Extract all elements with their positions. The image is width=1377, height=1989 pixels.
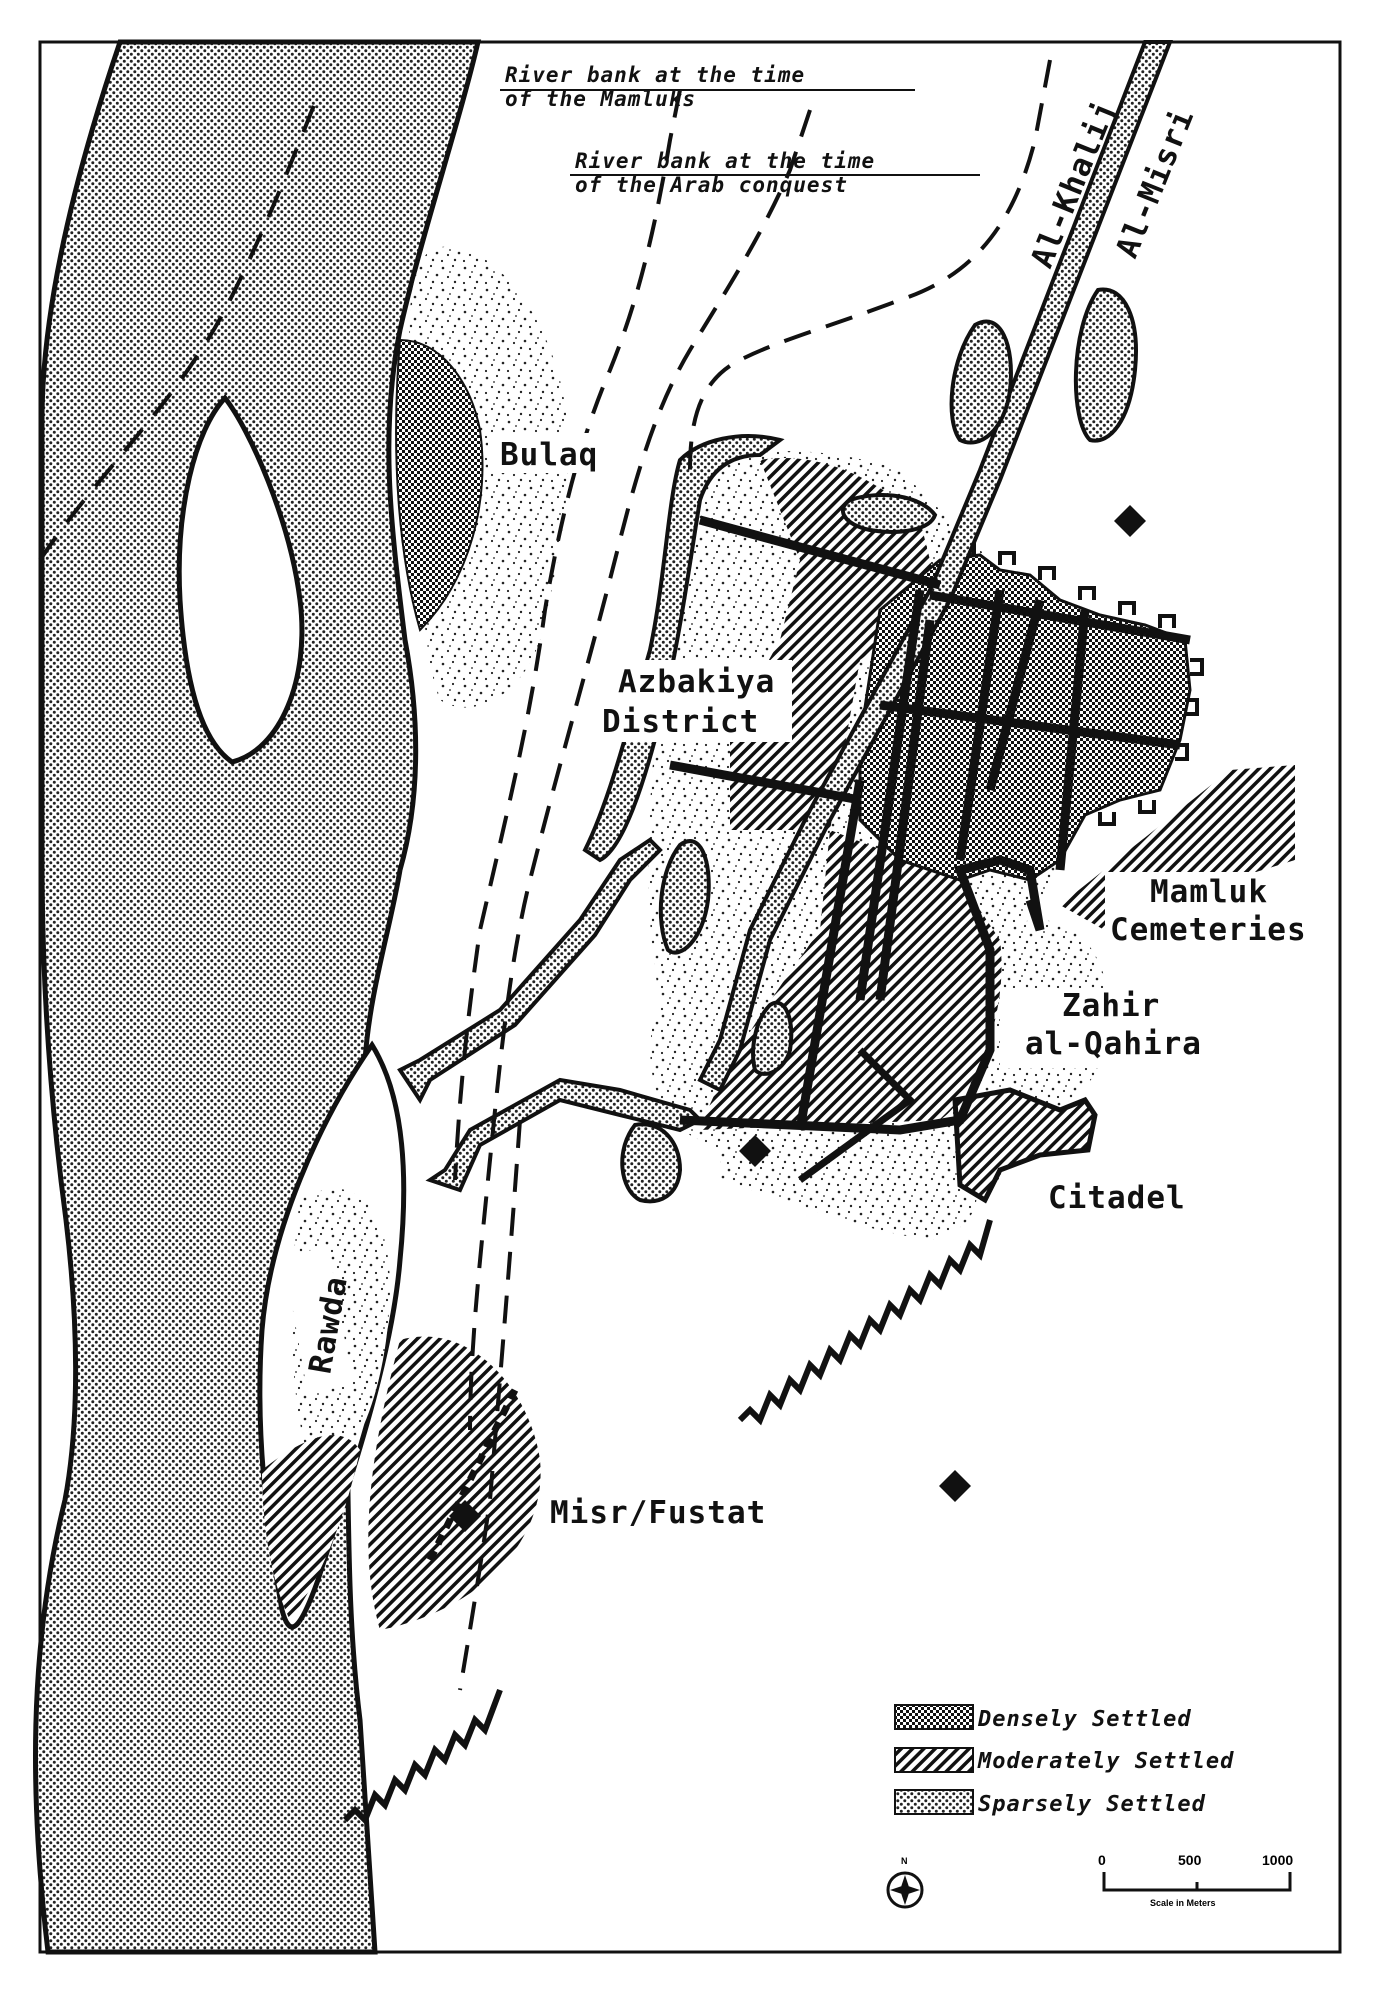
azbakiya-label-bg (592, 660, 792, 742)
pond-azbakiya (658, 839, 711, 955)
legend-swatch-moderate (894, 1747, 974, 1773)
zahir-label-line2: al-Qahira (1025, 1026, 1202, 1062)
azbakiya-label-line2: District (602, 704, 759, 740)
legend-label-sparse: Sparsely Settled (978, 1792, 1206, 1817)
old-channel-dashed-line (38, 89, 322, 562)
mamluk-label-bg (1105, 872, 1310, 952)
aqueduct-zigzag-east (737, 1219, 993, 1426)
qahira-dense-city (858, 553, 1192, 882)
arab-bank-note-line1: River bank at the time (575, 149, 875, 173)
scale-tick-0: 0 (1098, 1852, 1106, 1868)
legend-label-dense: Densely Settled (977, 1707, 1192, 1732)
north-arrow-star-icon (890, 1875, 920, 1905)
diamond-marker-3 (939, 1470, 971, 1502)
diamond-marker-2 (739, 1135, 771, 1167)
scale-caption: Scale in Meters (1150, 1898, 1216, 1908)
bulaq-label-bg (488, 433, 608, 473)
nile-river (33, 39, 482, 1955)
pond-bulaq (841, 493, 938, 534)
mamluk-label-line2: Cemeteries (1110, 912, 1307, 948)
bulaq-label: Bulaq (500, 437, 598, 473)
pond-south (751, 1000, 794, 1076)
rawda-moderate-area (262, 1435, 360, 1620)
north-arrow: N (886, 1856, 924, 1909)
diamond-marker-1 (1114, 505, 1146, 537)
street-fustat (797, 1047, 916, 1183)
pond-birkat (620, 1122, 683, 1204)
citadel-label: Citadel (1048, 1180, 1186, 1216)
khalij-canal (697, 40, 1173, 1093)
citadel-area (952, 1087, 1098, 1204)
rawda-label-bg (283, 1247, 353, 1393)
north-label: N (901, 1856, 908, 1866)
legend-label-moderate: Moderately Settled (977, 1749, 1234, 1774)
scale-tick-500: 500 (1178, 1852, 1202, 1868)
scale-bar: 0 500 1000 Scale in Meters (1098, 1852, 1293, 1908)
arab-bank-dashed-line (468, 109, 812, 1431)
fustat-dashed-line (458, 1119, 522, 1691)
zahir-label-bg (1000, 988, 1230, 1068)
bulaq-dense-area (395, 338, 484, 632)
azbakiya-label-line1: Azbakiya (618, 664, 775, 700)
arab-bank-dashed-line-2 (688, 59, 1052, 471)
canal-branch-bulaq (582, 434, 785, 863)
mamluk-bank-dashed-line (453, 89, 682, 1181)
mamluk-bank-note-line1: River bank at the time (505, 63, 805, 87)
aqueduct-zigzag-south (342, 1688, 503, 1826)
zahir-label-line1: Zahir (1062, 988, 1160, 1024)
diamond-marker-4 (449, 1500, 481, 1532)
misr-fustat-label: Misr/Fustat (550, 1495, 766, 1531)
pond-north-2 (1073, 287, 1138, 443)
arab-bank-note-line2: of the Arab conquest (575, 173, 848, 197)
scale-bar-line (1102, 1872, 1292, 1892)
mamluk-label-line1: Mamluk (1150, 874, 1268, 910)
nile-island-north (176, 394, 305, 765)
fustat-wall (426, 1388, 519, 1562)
map-legend: Densely Settled Moderately Settled Spars… (894, 1704, 1234, 1817)
pond-north-1 (949, 319, 1013, 445)
legend-swatch-sparse (894, 1789, 974, 1815)
main-streets (669, 515, 1191, 1135)
scale-tick-1000: 1000 (1262, 1852, 1293, 1868)
citadel-label-bg (1040, 1175, 1210, 1220)
legend-swatch-dense (894, 1704, 974, 1730)
